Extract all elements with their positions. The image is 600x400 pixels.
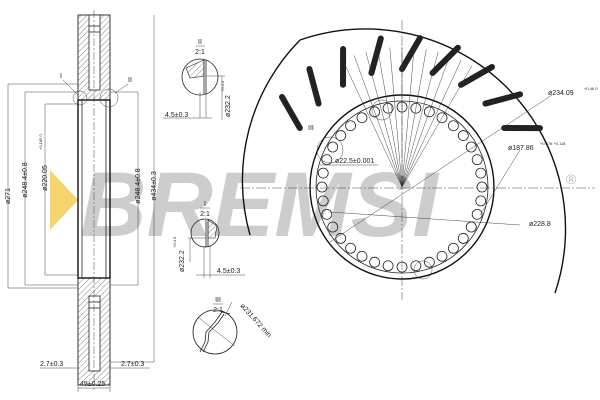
construction-line [401, 65, 473, 188]
spline-tooth [436, 112, 448, 124]
cooling-slot [482, 91, 524, 107]
cooling-slots [279, 35, 543, 132]
spline-teeth [316, 101, 488, 273]
spline-tooth [316, 181, 328, 193]
spline-tooth [356, 112, 368, 124]
construction-line [389, 47, 403, 188]
spline-tooth [327, 141, 339, 153]
spline-tooth [321, 154, 333, 166]
spline-tooth [465, 221, 477, 233]
detail-ii-offset: 4.5±0.3 [165, 112, 188, 119]
construction-line [353, 55, 403, 188]
spline-tooth [465, 141, 477, 153]
spline-tooth [356, 250, 368, 262]
dim-d248-left: ø248.4±0.8 [22, 162, 29, 197]
spline-tooth [471, 208, 483, 220]
spline-tooth [410, 102, 422, 114]
spline-tooth [476, 181, 488, 193]
detail-i-dim: ø232.2 [179, 250, 186, 272]
dim-d234: ø234.09 [548, 90, 574, 97]
construction-lines [342, 47, 473, 188]
dim-d187: ø187.86 [508, 145, 534, 152]
spline-tooth [423, 256, 435, 268]
svg-text:+0.4 0: +0.4 0 [220, 80, 225, 92]
spline-tooth [448, 120, 459, 132]
spline-tooth [345, 120, 356, 132]
detail-iii-dim: ø231.672 min [239, 303, 273, 340]
construction-line [401, 55, 451, 188]
disc-section-view: I II ø271 ø248.4±0.8 ø220.05 +0.185 0 ø2… [5, 10, 158, 392]
cooling-slot [306, 65, 322, 107]
dim-d22: ø22.5±0.001 [335, 158, 374, 165]
spline-tooth [369, 256, 381, 268]
svg-text:+0.276 +0.118: +0.276 +0.118 [540, 141, 566, 146]
cooling-slot [368, 35, 384, 77]
construction-line [401, 51, 439, 188]
detail-i-offset: 4.5±0.3 [217, 268, 240, 275]
svg-text:2:1: 2:1 [195, 49, 205, 56]
detail-i: I 2:1 4.5±0.3 ø232.2 +0.4 0 [172, 201, 245, 278]
cooling-slot [458, 64, 496, 88]
disc-front-view: ø234.09 +0.46 0 ø187.86 +0.276 +0.118 ø2… [240, 20, 598, 300]
svg-text:+0.46 0: +0.46 0 [584, 86, 598, 91]
construction-line [401, 60, 462, 188]
svg-text:2:1: 2:1 [200, 211, 210, 218]
dim-d220-tol: +0.185 0 [38, 134, 43, 150]
detail-ii: II 2:1 4.5±0.3 ø232.2 +0.4 0 [163, 39, 232, 120]
spline-tooth [475, 167, 487, 179]
dim-d228: ø228.8 [529, 221, 551, 228]
section-mark-i: I [60, 73, 62, 80]
watermark-text: BREMSI [80, 154, 440, 256]
dim-width: 45±0.25 [80, 381, 105, 388]
svg-text:II: II [198, 39, 202, 46]
spline-tooth [457, 233, 469, 244]
construction-line [401, 47, 415, 188]
spline-tooth [436, 250, 448, 262]
dim-thickness-right: 2.7±0.3 [121, 361, 144, 368]
cooling-slot [279, 93, 303, 131]
dim-d220: ø220.05 [42, 165, 49, 191]
dim-d434: ø434±0.3 [151, 171, 158, 201]
spline-tooth [317, 195, 329, 207]
spline-tooth [448, 242, 459, 254]
cooling-slot [429, 44, 461, 77]
construction-line [377, 49, 403, 188]
spline-tooth [327, 221, 339, 233]
dim-thickness-left: 2.7±0.3 [40, 361, 63, 368]
dim-d271: ø271 [5, 188, 12, 204]
spline-tooth [335, 130, 347, 141]
spline-tooth [382, 102, 394, 114]
spline-tooth [382, 260, 394, 272]
section-mark-ii: II [128, 77, 132, 84]
construction-line [401, 49, 427, 188]
spline-tooth [345, 242, 356, 254]
spline-tooth [471, 154, 483, 166]
front-mark-iii: III [308, 125, 314, 132]
spline-tooth [317, 167, 329, 179]
spline-tooth [423, 106, 435, 118]
dim-d248-right: ø248.4±0.8 [135, 168, 142, 203]
registered-mark: ® [566, 171, 577, 187]
detail-ii-dim: ø232.2 [225, 95, 232, 117]
construction-line [365, 51, 403, 188]
svg-text:I: I [204, 201, 206, 208]
spline-tooth [410, 260, 422, 272]
svg-text:III: III [215, 297, 221, 304]
spline-tooth [321, 208, 333, 220]
bremsi-watermark: BREMSI ® [50, 154, 577, 256]
construction-line [342, 60, 403, 188]
cooling-slot [399, 35, 423, 72]
spline-tooth [457, 130, 469, 141]
detail-iii: III 2:1 ø231.672 min [192, 297, 273, 355]
spline-tooth [475, 195, 487, 207]
logo-triangle-icon [50, 170, 78, 230]
svg-text:+0.4 0: +0.4 0 [172, 236, 177, 248]
